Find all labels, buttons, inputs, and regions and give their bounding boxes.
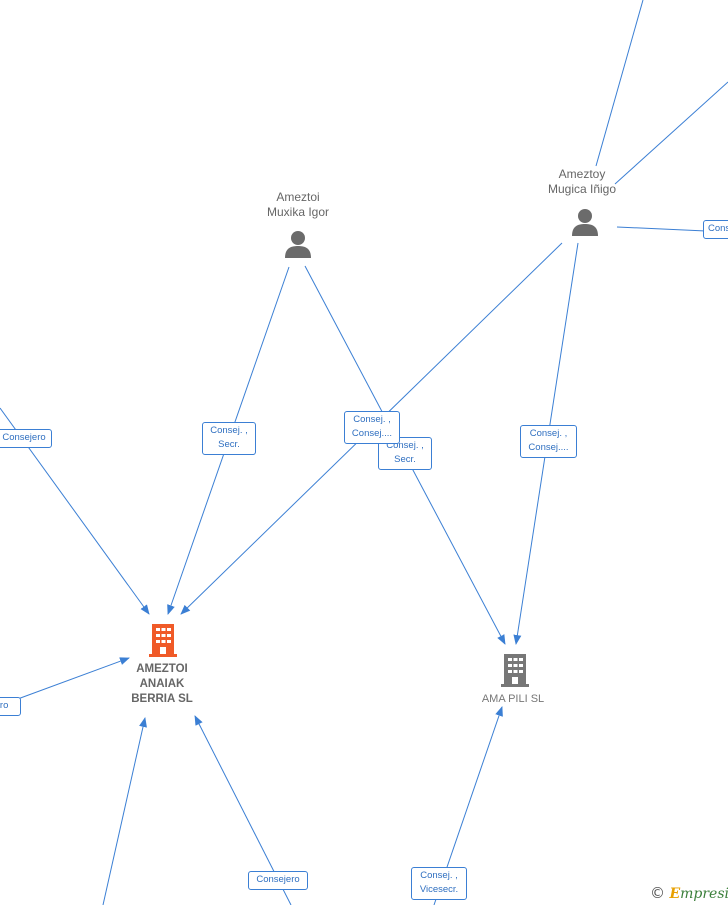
node-name-line: AMEZTOI bbox=[136, 663, 188, 675]
building-icon[interactable] bbox=[148, 622, 178, 658]
brand-logo-initial: E bbox=[669, 886, 681, 902]
edge-top-to-mugica bbox=[595, 0, 644, 167]
edge-bottom-to-anaiak bbox=[102, 717, 147, 905]
node-name-line: Ameztoi bbox=[276, 190, 320, 204]
edge-label-line: Vicesecr. bbox=[419, 884, 459, 895]
edge-label-line: Consej. , bbox=[353, 414, 391, 425]
edge-label-right-cons[interactable]: Cons bbox=[703, 220, 728, 239]
edge-label-left-mid[interactable]: ero bbox=[0, 697, 21, 716]
edge-label-line: Secr. bbox=[394, 454, 416, 465]
empresia-watermark: © Empresia bbox=[650, 884, 728, 902]
node-label-ameztoi-muxika-igor[interactable]: Ameztoi Muxika Igor bbox=[248, 190, 348, 220]
node-label-ama-pili[interactable]: AMA PILI SL bbox=[463, 692, 563, 707]
node-name-line: AMA PILI SL bbox=[481, 693, 545, 705]
copyright-symbol: © bbox=[650, 884, 665, 902]
node-name-line: Ameztoy bbox=[558, 167, 606, 181]
person-icon[interactable] bbox=[283, 229, 313, 259]
edge-label-bottom-amapili[interactable]: Consej. , Vicesecr. bbox=[411, 867, 467, 900]
edge-leftmid-to-anaiak bbox=[14, 657, 130, 701]
person-icon[interactable] bbox=[570, 207, 600, 237]
edge-label-line: Consej.... bbox=[351, 428, 393, 439]
edge-label-muxika-anaiak[interactable]: Consej. , Secr. bbox=[202, 422, 256, 455]
node-name-line: ANAIAK bbox=[139, 678, 185, 690]
edge-label-line: Consej. , bbox=[210, 425, 248, 436]
edge-label-line: Consej.... bbox=[528, 442, 569, 453]
node-label-ameztoi-anaiak-berria[interactable]: AMEZTOI ANAIAK BERRIA SL bbox=[112, 662, 212, 707]
edge-label-line: Consej. , bbox=[386, 440, 424, 451]
building-icon[interactable] bbox=[500, 652, 530, 688]
edge-label-mugica-amapili[interactable]: Consej. , Consej.... bbox=[520, 425, 577, 458]
edge-label-line: Consejero bbox=[2, 432, 46, 443]
node-label-ameztoy-mugica-inigo[interactable]: Ameztoy Mugica Iñigo bbox=[532, 167, 632, 197]
edge-label-line: Consej. , bbox=[420, 870, 458, 881]
brand-logo-text: mpresia bbox=[680, 886, 728, 902]
edge-label-left-top[interactable]: Consejero bbox=[0, 429, 52, 448]
edge-label-line: Cons bbox=[708, 223, 728, 234]
node-name-line: Muxika Igor bbox=[266, 205, 330, 219]
edge-mugica-to-right bbox=[616, 226, 707, 232]
edge-label-mugica-anaiak[interactable]: Consej. , Consej.... bbox=[344, 411, 400, 444]
edge-label-line: ero bbox=[0, 700, 9, 711]
node-name-line: Mugica Iñigo bbox=[547, 182, 617, 196]
node-name-line: BERRIA SL bbox=[131, 693, 193, 705]
edge-topright-to-mugica bbox=[614, 81, 728, 185]
edge-label-bottom-anaiak[interactable]: Consejero bbox=[248, 871, 308, 890]
edge-label-line: Consej. , bbox=[529, 428, 568, 439]
edge-label-line: Consejero bbox=[256, 874, 300, 885]
edge-label-line: Secr. bbox=[218, 439, 240, 450]
